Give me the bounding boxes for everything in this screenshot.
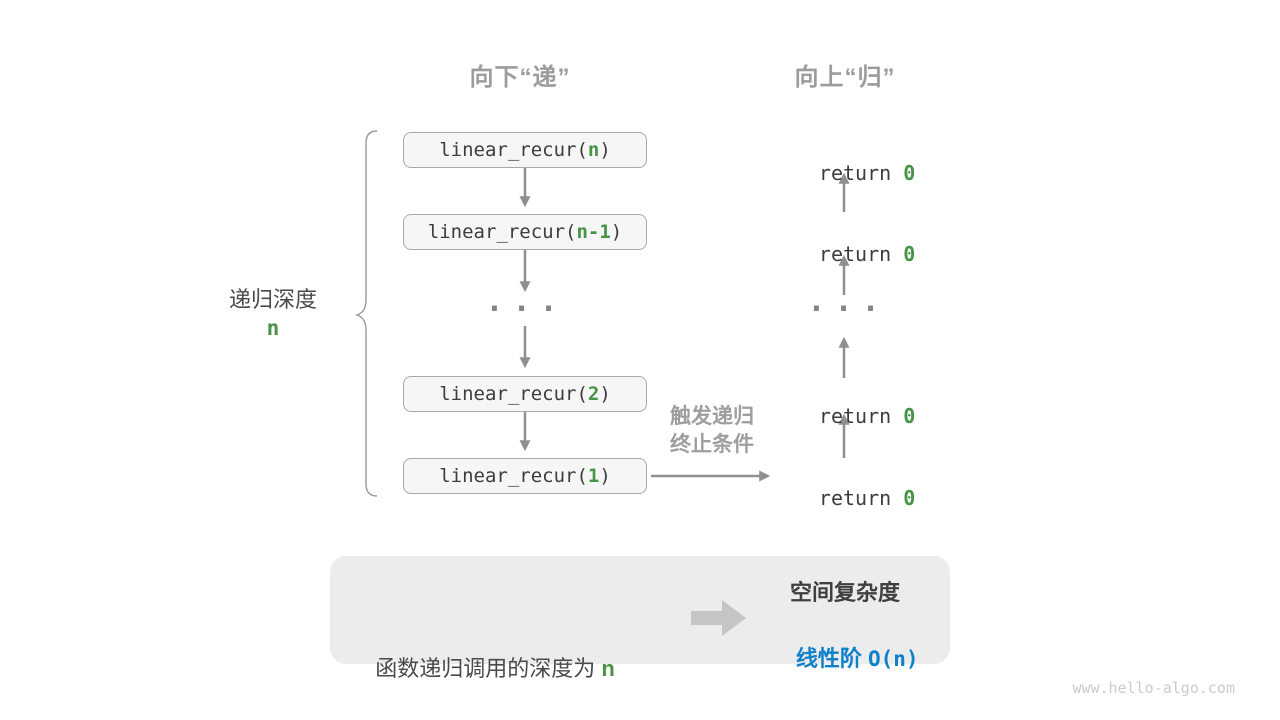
depth-brace — [354, 130, 378, 497]
return-stmt-1: return 0 — [743, 137, 943, 209]
call-text: linear_recur( — [439, 383, 588, 405]
call-box-2: linear_recur(2) — [403, 376, 647, 412]
summary-line1-value: n — [601, 656, 615, 681]
complexity-title: 空间复杂度 — [789, 580, 900, 605]
call-arg: n — [587, 139, 600, 161]
base-case-label: 触发递归 终止条件 — [641, 403, 783, 459]
return-keyword: return — [818, 486, 904, 510]
call-text-close: ) — [599, 139, 611, 161]
return-value: 0 — [903, 161, 916, 185]
return-stmt-3: return 0 — [743, 380, 943, 452]
call-text: linear_recur( — [427, 221, 577, 243]
base-case-line2: 终止条件 — [670, 433, 754, 456]
header-return: 向上“归” — [794, 64, 896, 91]
summary-line1: 函数递归调用的深度为 n — [340, 649, 650, 688]
watermark: www.hello-algo.com — [1072, 679, 1235, 697]
complexity-order: 线性阶 — [795, 646, 868, 671]
ellipsis-descend: ... — [485, 284, 567, 319]
return-stmt-4: return 0 — [743, 462, 943, 534]
call-text-close: ) — [599, 465, 611, 487]
ellipsis-return: ... — [807, 284, 889, 319]
return-value: 0 — [903, 242, 916, 266]
call-text: linear_recur( — [439, 139, 588, 161]
return-keyword: return — [818, 161, 904, 185]
call-text-close: ) — [599, 383, 611, 405]
return-keyword: return — [818, 404, 904, 428]
call-arg: 2 — [587, 383, 600, 405]
call-box-1: linear_recur(1) — [403, 458, 647, 494]
complexity-formula: O(n) — [868, 647, 919, 671]
call-box-n-1: linear_recur(n-1) — [403, 214, 647, 250]
call-text-close: ) — [610, 221, 623, 243]
summary-line1-text: 函数递归调用的深度为 — [375, 656, 602, 681]
depth-value: n — [266, 316, 280, 340]
return-value: 0 — [903, 404, 916, 428]
call-arg: 1 — [587, 465, 600, 487]
base-case-line1: 触发递归 — [670, 405, 754, 428]
complexity-value: 线性阶 O(n) — [735, 615, 955, 699]
return-keyword: return — [818, 242, 904, 266]
return-stmt-2: return 0 — [743, 218, 943, 290]
call-text: linear_recur( — [439, 465, 588, 487]
header-descend: 向下“递” — [469, 64, 571, 91]
call-box-n: linear_recur(n) — [403, 132, 647, 168]
summary-statement: 函数递归调用的深度为 n 共使用 O(n) 的栈帧空间 — [340, 571, 650, 720]
call-arg: n-1 — [576, 221, 611, 243]
summary-panel — [330, 556, 950, 664]
depth-label: 递归深度 — [228, 287, 317, 312]
return-value: 0 — [903, 486, 916, 510]
